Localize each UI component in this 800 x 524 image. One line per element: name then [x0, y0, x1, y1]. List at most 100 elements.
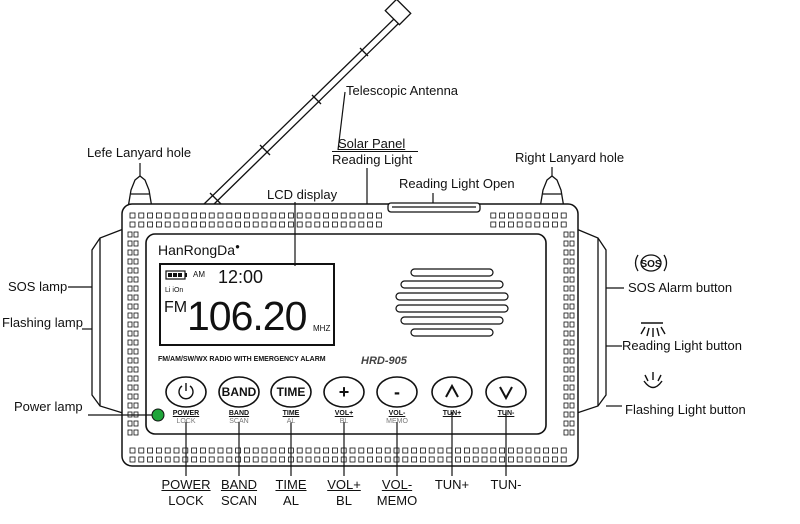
grip-dot	[411, 447, 418, 454]
grip-dot	[437, 447, 444, 454]
grip-dot	[402, 447, 409, 454]
grip-dot	[261, 221, 268, 228]
callout-reading-light: Reading Light	[332, 152, 413, 167]
grip-dot	[569, 402, 575, 409]
grip-dot	[525, 456, 532, 463]
button-label: VOL+BL	[334, 410, 354, 425]
grip-dot	[129, 221, 136, 228]
grip-dot	[569, 348, 575, 355]
grip-dot	[323, 221, 330, 228]
grip-dot	[525, 447, 532, 454]
grip-dot	[563, 429, 569, 436]
grip-dot	[516, 221, 523, 228]
grip-dot	[279, 212, 286, 219]
grip-dot	[507, 221, 514, 228]
grip-dot	[173, 221, 180, 228]
grip-dot	[331, 221, 338, 228]
grip-dot	[127, 393, 133, 400]
callout-telescopic-antenna: Telescopic Antenna	[346, 83, 459, 98]
grip-dot	[129, 456, 136, 463]
grip-dot	[490, 456, 497, 463]
front-button-vol-[interactable]: +	[323, 376, 365, 408]
grip-dot	[199, 221, 206, 228]
grip-dot	[563, 258, 569, 265]
grip-dot	[133, 393, 139, 400]
grip-dot	[133, 285, 139, 292]
grip-dot	[133, 312, 139, 319]
grip-dot	[534, 456, 541, 463]
grip-dot	[235, 221, 242, 228]
grip-dot	[182, 447, 189, 454]
grip-dot	[133, 303, 139, 310]
grip-dot	[252, 447, 259, 454]
grip-dot	[455, 447, 462, 454]
grip-dot	[560, 447, 567, 454]
power-lamp	[151, 408, 165, 422]
grip-dot	[563, 267, 569, 274]
grip-dot	[287, 212, 294, 219]
grip-dot	[127, 258, 133, 265]
grip-dot	[490, 212, 497, 219]
grip-dot	[534, 221, 541, 228]
callout-tun-: TUN-	[490, 477, 522, 492]
callout-power-lamp: Power lamp	[14, 399, 83, 414]
front-button-vol-[interactable]: -	[376, 376, 418, 408]
grip-dot	[279, 221, 286, 228]
grip-dot	[252, 221, 259, 228]
grip-dot	[199, 212, 206, 219]
grip-dot	[129, 212, 136, 219]
callout-reading-light-button: Reading Light button	[622, 338, 742, 353]
grip-dot	[191, 221, 198, 228]
grip-dot	[279, 456, 286, 463]
grip-dot	[235, 456, 242, 463]
grip-dot	[226, 212, 233, 219]
grip-dot	[516, 212, 523, 219]
grip-dot	[270, 221, 277, 228]
chevron-down-icon	[499, 386, 513, 401]
grip-dot	[499, 221, 506, 228]
grip-dot	[543, 456, 549, 463]
grip-dot	[127, 429, 133, 436]
grip-dot	[133, 384, 139, 391]
grip-dot	[127, 231, 133, 238]
grip-dot	[182, 456, 189, 463]
grip-dot	[217, 456, 224, 463]
grip-dot	[419, 456, 426, 463]
front-button-tun-[interactable]	[431, 376, 473, 408]
grip-dot	[472, 456, 479, 463]
grip-dot	[133, 240, 139, 247]
grip-dot	[164, 212, 171, 219]
grip-dot	[208, 221, 215, 228]
grip-dot	[127, 339, 133, 346]
grip-dot	[358, 456, 365, 463]
grip-dot	[534, 212, 541, 219]
grip-dot	[569, 276, 575, 283]
front-button-band[interactable]: BAND	[218, 376, 260, 408]
device-tagline: FM/AM/SW/WX RADIO WITH EMERGENCY ALARM	[158, 356, 326, 363]
grip-dot	[133, 321, 139, 328]
grip-dot	[552, 212, 558, 219]
grip-dot	[331, 447, 338, 454]
grip-dot	[226, 447, 233, 454]
front-button-time[interactable]: TIME	[270, 376, 312, 408]
grip-dot	[127, 357, 133, 364]
grip-dot	[127, 303, 133, 310]
grip-dot	[138, 221, 145, 228]
grip-dot	[127, 348, 133, 355]
grip-dot	[358, 221, 365, 228]
grip-dot	[155, 456, 162, 463]
right-side-grip	[573, 227, 607, 415]
button-label: VOL-MEMO	[386, 410, 408, 425]
grip-dot	[563, 240, 569, 247]
grip-dot	[569, 321, 575, 328]
front-button-tun-[interactable]	[485, 376, 527, 408]
grip-dot	[217, 212, 224, 219]
lcd-clock: 12:00	[218, 267, 264, 287]
grip-dot	[147, 447, 154, 454]
grip-dot	[127, 366, 133, 373]
front-button-power[interactable]	[165, 376, 207, 408]
grip-dot	[138, 456, 145, 463]
grip-dot	[411, 456, 418, 463]
